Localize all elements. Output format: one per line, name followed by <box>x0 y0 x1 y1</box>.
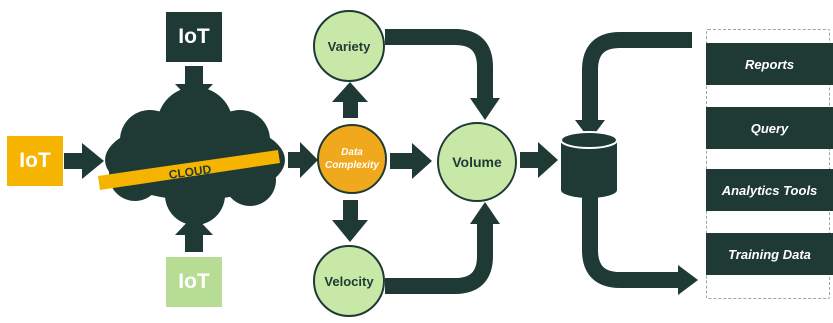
iot-top-box: IoT <box>166 12 222 62</box>
database-icon <box>560 131 618 198</box>
arrow-database-to-training <box>582 196 680 288</box>
arrow-bottom-iot-to-cloud <box>175 215 213 252</box>
arrow-left-iot-to-cloud <box>64 143 104 179</box>
output-training-data: Training Data <box>706 233 833 275</box>
arrow-volume-to-database <box>520 142 558 178</box>
outputs-panel <box>706 29 830 299</box>
cloud-label: CLOUD <box>168 162 213 182</box>
arrow-top-iot-to-cloud <box>175 66 213 104</box>
cloud-band <box>98 150 280 190</box>
data-complexity-node: Data Complexity <box>317 124 387 194</box>
arrow-cloud-to-data <box>288 142 318 178</box>
arrow-data-to-velocity <box>332 200 368 242</box>
output-reports: Reports <box>706 43 833 85</box>
variety-node: Variety <box>313 10 385 82</box>
arrow-velocity-to-volume <box>385 222 493 294</box>
arrow-data-to-volume <box>390 143 432 179</box>
output-query: Query <box>706 107 833 149</box>
iot-bottom-box: IoT <box>166 257 222 307</box>
arrow-variety-to-volume <box>385 29 493 100</box>
output-analytics-tools: Analytics Tools <box>706 169 833 211</box>
volume-node: Volume <box>437 122 517 202</box>
iot-left-box: IoT <box>7 136 63 186</box>
velocity-node: Velocity <box>313 245 385 317</box>
arrow-data-to-variety <box>332 82 368 118</box>
data-complexity-line2: Complexity <box>325 160 379 171</box>
data-complexity-line1: Data <box>341 147 363 158</box>
arrow-reports-to-database <box>582 32 692 122</box>
